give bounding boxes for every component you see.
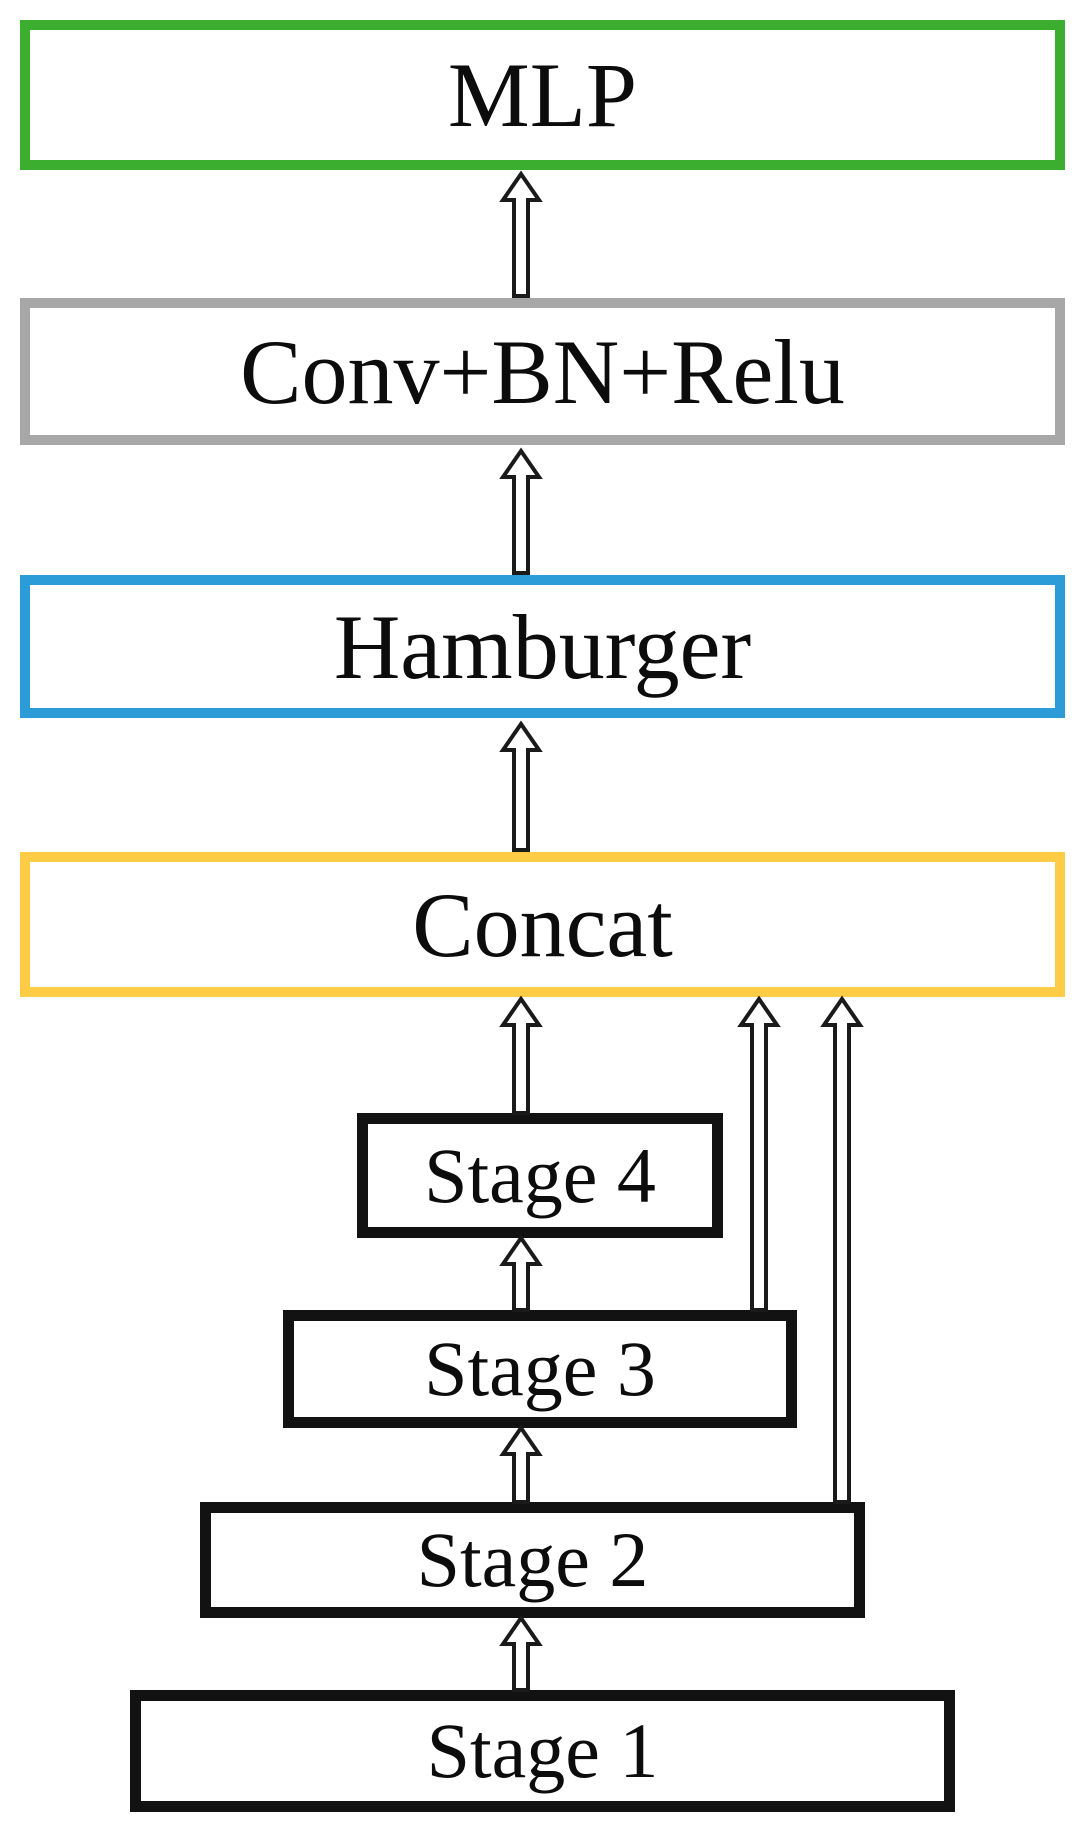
- arrow-stage2-to-stage3: [499, 1424, 543, 1504]
- node-stage3: Stage 3: [283, 1310, 797, 1428]
- arrow-stage2-to-concat: [820, 995, 864, 1504]
- arrow-stage1-to-stage2: [499, 1614, 543, 1692]
- node-stage2-label: Stage 2: [416, 1516, 649, 1603]
- arrow-conv-to-mlp: [499, 170, 543, 298]
- node-conv-bn-relu-label: Conv+BN+Relu: [240, 320, 845, 423]
- arrow-concat-to-hamburger: [499, 720, 543, 852]
- node-mlp: MLP: [20, 20, 1065, 170]
- node-stage4-label: Stage 4: [424, 1131, 656, 1219]
- node-concat: Concat: [20, 852, 1065, 997]
- node-concat-label: Concat: [412, 873, 673, 976]
- node-stage4: Stage 4: [357, 1113, 723, 1238]
- node-stage3-label: Stage 3: [424, 1325, 656, 1412]
- node-mlp-label: MLP: [447, 44, 638, 146]
- arrow-stage3-to-stage4: [499, 1234, 543, 1312]
- node-stage1-label: Stage 1: [426, 1707, 659, 1794]
- node-stage2: Stage 2: [200, 1502, 865, 1618]
- node-stage1: Stage 1: [130, 1690, 955, 1812]
- arrow-stage4-to-concat: [499, 995, 543, 1115]
- arrow-hamburger-to-conv: [499, 447, 543, 575]
- node-hamburger: Hamburger: [20, 575, 1065, 718]
- arrow-stage3-to-concat: [737, 995, 781, 1312]
- node-hamburger-label: Hamburger: [333, 595, 752, 698]
- node-conv-bn-relu: Conv+BN+Relu: [20, 298, 1065, 445]
